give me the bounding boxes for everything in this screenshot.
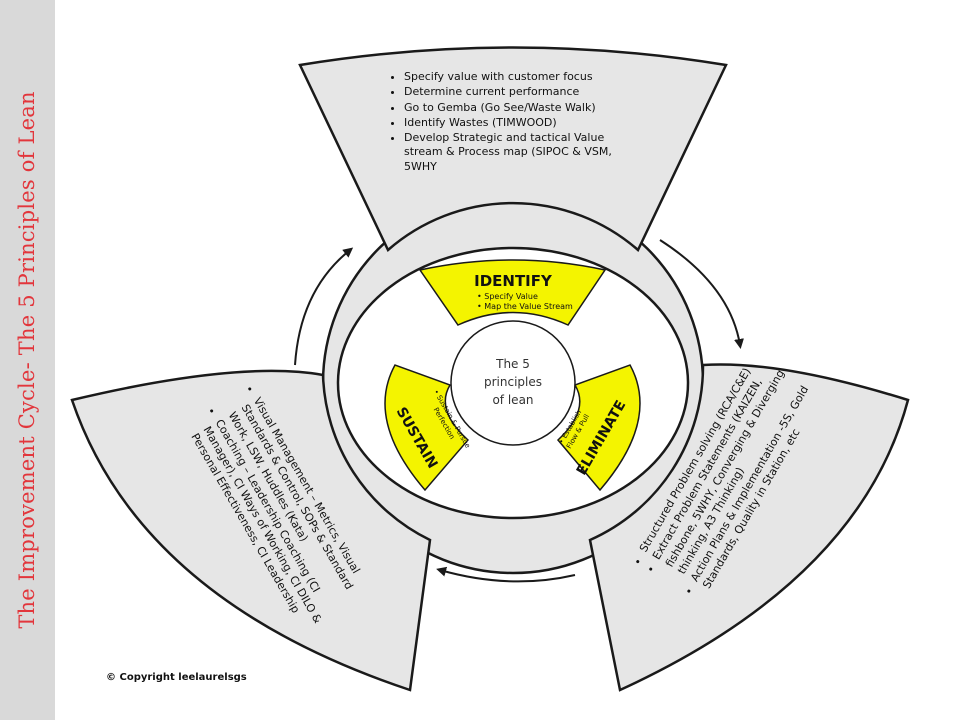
- petal-top-text: Specify value with customer focus Determ…: [390, 70, 630, 175]
- center-text-line1: The 5: [495, 357, 530, 371]
- sector-eliminate: [556, 364, 641, 492]
- list-item: Specify value with customer focus: [404, 70, 630, 84]
- identify-item1: • Specify Value: [477, 292, 538, 301]
- petal-left: [70, 369, 432, 692]
- sector-sustain: [384, 364, 470, 492]
- sector-identify: [418, 259, 607, 326]
- list-item: Identify Wastes (TIMWOOD): [404, 116, 630, 130]
- identify-label: IDENTIFY: [474, 272, 553, 290]
- arrow-identify-to-eliminate: [659, 239, 744, 349]
- arrow-eliminate-to-sustain: [436, 566, 576, 583]
- petal-top: [298, 46, 728, 253]
- sidebar: The Improvement Cycle- The 5 Principles …: [0, 0, 55, 720]
- list-item: Determine current performance: [404, 85, 630, 99]
- copyright-notice: © Copyright leelaurelsgs: [106, 672, 247, 683]
- identify-item2: • Map the Value Stream: [477, 302, 573, 311]
- center-text-line3: of lean: [492, 393, 533, 407]
- list-item: Go to Gemba (Go See/Waste Walk): [404, 101, 630, 115]
- center-text-line2: principles: [484, 375, 542, 389]
- list-item: Develop Strategic and tactical Value str…: [404, 131, 630, 174]
- arrow-sustain-to-identify: [294, 247, 354, 366]
- petal-right: [588, 363, 910, 692]
- top-bullet-list: Specify value with customer focus Determ…: [390, 70, 630, 174]
- center-circle: [450, 320, 576, 446]
